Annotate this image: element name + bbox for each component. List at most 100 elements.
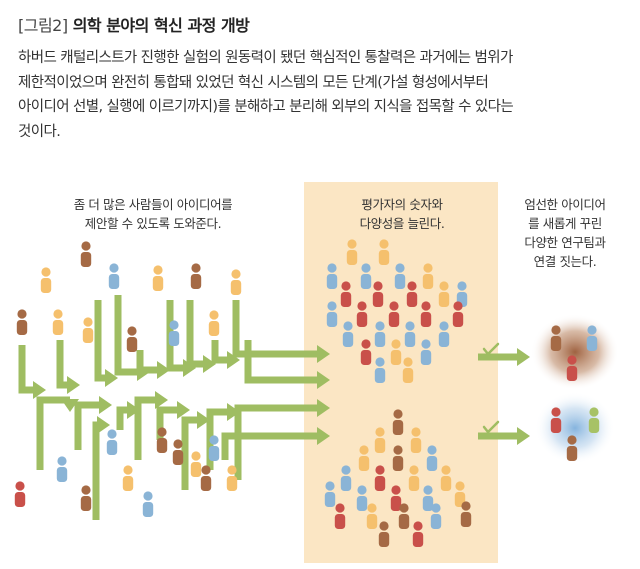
person-icon — [360, 263, 372, 289]
person-icon — [190, 451, 202, 477]
label-line: 좀 더 많은 사람들이 아이디어를 — [73, 197, 233, 212]
person-icon — [208, 435, 220, 461]
caption-line: 제한적이었으며 완전히 통합돼 있었던 혁신 시스템의 모든 단계(가설 형성에… — [18, 74, 489, 91]
arrow-icon — [56, 340, 80, 394]
person-icon — [422, 263, 434, 289]
person-icon — [200, 465, 212, 491]
person-icon — [438, 281, 450, 307]
arrow-icon — [134, 391, 168, 460]
person-icon — [404, 321, 416, 347]
label-research-teams: 엄선한 아이디어 를 새롭게 꾸린 다양한 연구팀과 연결 짓는다. — [505, 195, 625, 271]
caption-line: 하버드 캐털리스트가 진행한 실험의 원동력이 됐던 핵심적인 통찰력은 과거에… — [18, 50, 513, 66]
person-icon — [402, 357, 414, 383]
person-icon — [378, 521, 390, 547]
arrow-icon — [186, 300, 216, 373]
person-icon — [172, 439, 184, 465]
person-icon — [374, 357, 386, 383]
person-icon — [420, 339, 432, 365]
person-icon — [550, 325, 562, 351]
person-icon — [342, 321, 354, 347]
person-icon — [430, 503, 442, 529]
person-icon — [460, 501, 472, 527]
person-icon — [168, 320, 180, 346]
person-icon — [392, 409, 404, 435]
person-icon — [340, 465, 352, 491]
person-icon — [40, 267, 52, 293]
person-icon — [360, 339, 372, 365]
person-icon — [340, 281, 352, 307]
person-icon — [108, 263, 120, 289]
arrow-icon — [136, 350, 170, 379]
person-icon — [346, 239, 358, 265]
figure-title: [그림2] 의학 분야의 혁신 과정 개방 — [18, 12, 250, 36]
person-icon — [440, 465, 452, 491]
person-icon — [374, 427, 386, 453]
person-icon — [358, 445, 370, 471]
person-icon — [52, 309, 64, 335]
arrow-icon — [94, 300, 118, 387]
checkmark-icon — [482, 342, 500, 356]
person-icon — [372, 281, 384, 307]
caption: 하버드 캐털리스트가 진행한 실험의 원동력이 됐던 핵심적인 통찰력은 과거에… — [18, 46, 623, 144]
person-icon — [420, 301, 432, 327]
person-icon — [426, 445, 438, 471]
person-icon — [142, 491, 154, 517]
label-line: 제안할 수 있도록 도와준다. — [84, 216, 222, 231]
person-icon — [156, 427, 168, 453]
label-line: 를 새롭게 꾸린 — [528, 216, 602, 231]
person-icon — [326, 301, 338, 327]
person-icon — [80, 241, 92, 267]
person-icon — [14, 481, 26, 507]
person-icon — [392, 445, 404, 471]
checkmark-icon — [482, 420, 500, 434]
arrow-icon — [478, 348, 530, 366]
figure-title-text: 의학 분야의 혁신 과정 개방 — [72, 16, 250, 35]
person-icon — [356, 485, 368, 511]
person-icon — [390, 339, 402, 365]
arrow-icon — [244, 340, 330, 389]
person-icon — [438, 321, 450, 347]
person-icon — [566, 435, 578, 461]
arrow-icon — [181, 411, 210, 490]
person-icon — [152, 265, 164, 291]
person-icon — [190, 263, 202, 289]
label-line: 엄선한 아이디어 — [524, 197, 606, 212]
person-icon — [398, 503, 410, 529]
person-icon — [412, 521, 424, 547]
person-icon — [80, 485, 92, 511]
person-icon — [334, 503, 346, 529]
person-icon — [452, 301, 464, 327]
person-icon — [408, 465, 420, 491]
person-icon — [366, 503, 378, 529]
label-line: 다양한 연구팀과 — [524, 235, 606, 250]
person-icon — [208, 310, 220, 336]
label-idea-submission: 좀 더 많은 사람들이 아이디어를 제안할 수 있도록 도와준다. — [58, 195, 248, 233]
person-icon — [324, 481, 336, 507]
person-icon — [406, 281, 418, 307]
person-icon — [566, 355, 578, 381]
arrow-icon — [232, 300, 330, 363]
person-icon — [16, 309, 28, 335]
person-icon — [356, 301, 368, 327]
person-icon — [230, 269, 242, 295]
person-icon — [56, 456, 68, 482]
person-icon — [422, 485, 434, 511]
person-icon — [374, 321, 386, 347]
person-icon — [122, 465, 134, 491]
arrow-icon — [116, 401, 140, 430]
person-icon — [126, 326, 138, 352]
label-evaluators: 평가자의 숫자와 다양성을 늘린다. — [322, 195, 482, 233]
arrow-icon — [234, 399, 330, 480]
arrow-icon — [74, 396, 112, 450]
arrow-icon — [92, 416, 110, 520]
arrow-icon — [221, 427, 330, 460]
person-icon — [226, 465, 238, 491]
person-icon — [82, 317, 94, 343]
label-line: 평가자의 숫자와 — [361, 197, 443, 212]
arrow-icon — [18, 345, 46, 399]
person-icon — [586, 325, 598, 351]
person-icon — [374, 465, 386, 491]
caption-line: 것이다. — [18, 123, 61, 140]
arrow-icon — [166, 300, 196, 377]
